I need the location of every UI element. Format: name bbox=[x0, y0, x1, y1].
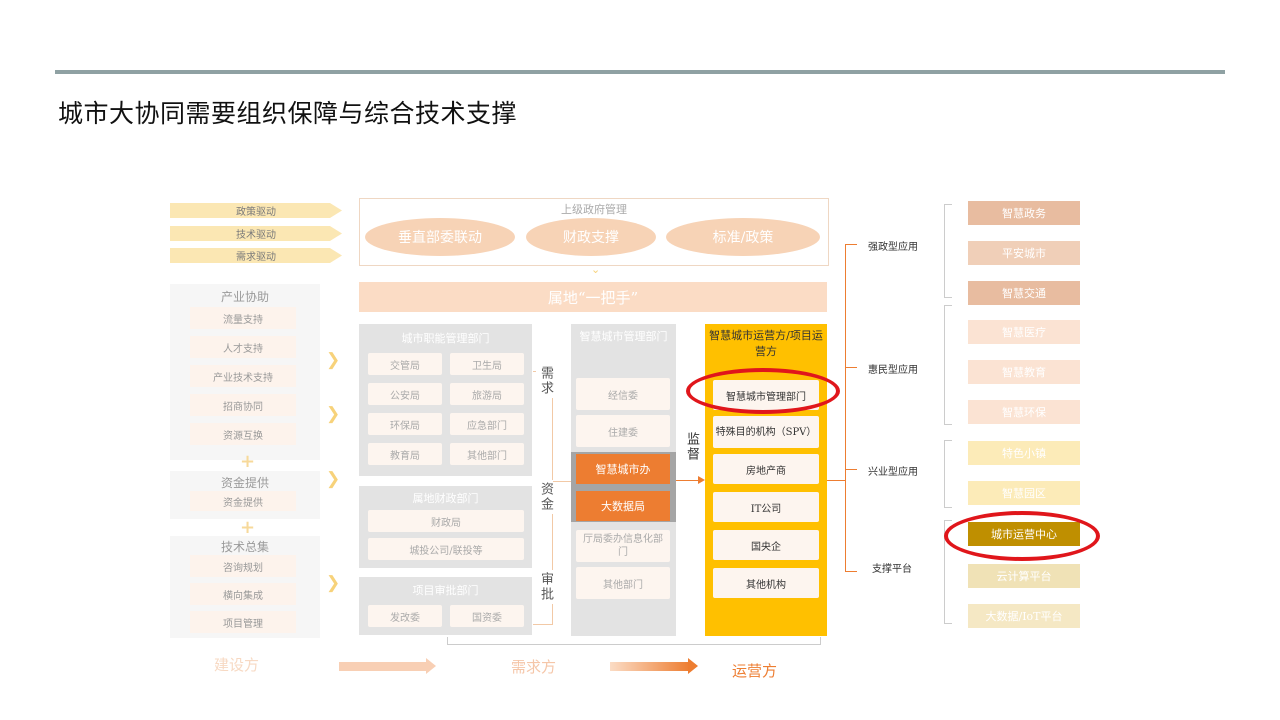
dept-item: 发改委 bbox=[368, 605, 442, 627]
dept-item: 公安局 bbox=[368, 383, 442, 405]
owner-bar: 属地“一把手” bbox=[359, 282, 827, 312]
gov-title: 上级政府管理 bbox=[561, 203, 627, 216]
gov-item-finance: 财政支撑 bbox=[526, 218, 656, 256]
footer-demander: 需求方 bbox=[511, 658, 557, 676]
highlight-circle bbox=[686, 368, 840, 414]
title-divider bbox=[55, 70, 1225, 74]
app-item: 平安城市 bbox=[968, 241, 1080, 265]
list-item: 流量支持 bbox=[190, 307, 296, 329]
operator-item: 房地产商 bbox=[713, 454, 819, 484]
dept-item: 国资委 bbox=[450, 605, 524, 627]
dept-item: 厅局委办信息化部门 bbox=[576, 530, 670, 562]
driver-demand: 需求驱动 bbox=[170, 248, 342, 263]
big-data-bureau: 大数据局 bbox=[576, 491, 670, 521]
bracket bbox=[447, 637, 821, 645]
smart-mgmt-title: 智慧城市管理部门 bbox=[579, 330, 668, 343]
chevron-right-icon: ❯ bbox=[326, 469, 341, 489]
app-label-industry: 兴业型应用 bbox=[868, 467, 918, 478]
list-item: 资金提供 bbox=[190, 491, 296, 511]
app-item: 智慧医疗 bbox=[968, 320, 1080, 344]
page-title: 城市大协同需要组织保障与综合技术支撑 bbox=[58, 99, 518, 128]
flow-label-need: 需求 bbox=[536, 364, 555, 398]
app-tree-line bbox=[845, 244, 846, 572]
smart-city-office: 智慧城市办 bbox=[576, 454, 670, 484]
footer-arrow bbox=[610, 662, 690, 671]
chevron-right-icon: ❯ bbox=[326, 404, 341, 424]
dept-item: 旅游局 bbox=[450, 383, 524, 405]
plus-icon: + bbox=[240, 517, 256, 538]
flow-connector bbox=[553, 481, 571, 482]
app-item: 智慧环保 bbox=[968, 400, 1080, 424]
chevron-down-icon: ⌄ bbox=[591, 263, 601, 276]
bracket bbox=[944, 520, 952, 624]
app-item: 智慧政务 bbox=[968, 201, 1080, 225]
dept-item: 环保局 bbox=[368, 413, 442, 435]
list-item: 咨询规划 bbox=[190, 555, 296, 577]
list-item: 人才支持 bbox=[190, 336, 296, 358]
app-tree-branch bbox=[845, 469, 857, 470]
arrowhead-icon bbox=[688, 658, 698, 674]
flow-label-fund: 资金 bbox=[536, 480, 555, 514]
operator-title: 智慧城市运营方/项目运营方 bbox=[709, 329, 823, 358]
gov-item-standard: 标准/政策 bbox=[666, 218, 820, 256]
app-item: 智慧园区 bbox=[968, 481, 1080, 505]
flow-label-approve: 审批 bbox=[536, 570, 555, 604]
chevron-right-icon: ❯ bbox=[326, 573, 341, 593]
list-item: 招商协同 bbox=[190, 394, 296, 416]
dept-item: 其他部门 bbox=[450, 443, 524, 465]
dept-item: 教育局 bbox=[368, 443, 442, 465]
bracket bbox=[944, 440, 952, 508]
city-depts-title: 城市职能管理部门 bbox=[401, 332, 490, 345]
footer-arrow bbox=[339, 662, 427, 671]
list-item: 横向集成 bbox=[190, 583, 296, 605]
driver-tech: 技术驱动 bbox=[170, 226, 342, 241]
app-label-platform: 支撑平台 bbox=[872, 564, 912, 575]
app-tree-branch bbox=[845, 244, 857, 245]
industry-title: 产业协助 bbox=[220, 290, 269, 304]
app-item: 智慧教育 bbox=[968, 360, 1080, 384]
app-tree-branch bbox=[845, 571, 857, 572]
tech-title: 技术总集 bbox=[220, 540, 269, 554]
highlight-circle bbox=[944, 511, 1100, 561]
arrowhead-icon bbox=[698, 476, 705, 484]
operator-item: IT公司 bbox=[713, 492, 819, 522]
dept-item: 卫生局 bbox=[450, 353, 524, 375]
dept-item: 其他部门 bbox=[576, 567, 670, 599]
driver-policy: 政策驱动 bbox=[170, 203, 342, 218]
footer-operator: 运营方 bbox=[732, 662, 778, 680]
fund-title: 资金提供 bbox=[220, 476, 269, 490]
app-label-gov: 强政型应用 bbox=[868, 242, 918, 253]
app-item: 特色小镇 bbox=[968, 441, 1080, 465]
plus-icon: + bbox=[240, 451, 256, 472]
app-item: 大数据/IoT平台 bbox=[968, 604, 1080, 628]
operator-item: 特殊目的机构（SPV） bbox=[713, 416, 819, 448]
approval-depts-title: 项目审批部门 bbox=[412, 584, 479, 597]
app-label-people: 惠民型应用 bbox=[868, 365, 918, 376]
list-item: 项目管理 bbox=[190, 611, 296, 633]
app-item: 智慧交通 bbox=[968, 281, 1080, 305]
operator-item: 国央企 bbox=[713, 530, 819, 560]
arrowhead-icon bbox=[426, 658, 436, 674]
footer-builder: 建设方 bbox=[214, 656, 260, 674]
flow-label-supervise: 监督 bbox=[684, 432, 699, 462]
finance-depts-title: 属地财政部门 bbox=[412, 492, 479, 505]
gov-item-vertical: 垂直部委联动 bbox=[365, 218, 515, 256]
bracket bbox=[944, 305, 952, 425]
dept-item: 城投公司/联投等 bbox=[368, 538, 524, 560]
dept-item: 交管局 bbox=[368, 353, 442, 375]
dept-item: 应急部门 bbox=[450, 413, 524, 435]
list-item: 产业技术支持 bbox=[190, 365, 296, 387]
dept-item: 住建委 bbox=[576, 415, 670, 447]
operator-item: 其他机构 bbox=[713, 568, 819, 598]
app-tree-branch bbox=[845, 367, 857, 368]
app-item: 云计算平台 bbox=[968, 564, 1080, 588]
chevron-right-icon: ❯ bbox=[326, 350, 341, 370]
dept-item: 经信委 bbox=[576, 378, 670, 410]
bracket bbox=[944, 204, 952, 298]
supervise-arrow bbox=[676, 480, 700, 481]
app-tree-stem bbox=[827, 480, 845, 481]
dept-item: 财政局 bbox=[368, 510, 524, 532]
list-item: 资源互换 bbox=[190, 423, 296, 445]
